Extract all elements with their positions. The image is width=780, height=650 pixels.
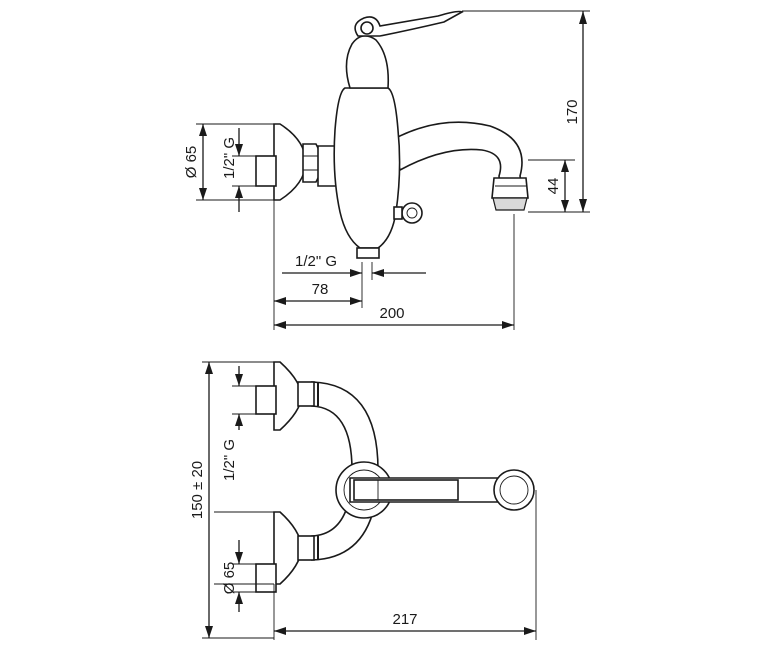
side-spout (391, 121, 523, 187)
side-wall-flange (273, 123, 307, 201)
top-view: 150 ± 20 1/2" G Ø 65 217 (189, 361, 537, 640)
dim-height-label: 170 (564, 99, 581, 124)
dim-length-label: 200 (379, 305, 404, 322)
side-mixer-body (333, 87, 401, 249)
side-diverter-knob (401, 202, 423, 224)
dim-spout-label: 44 (545, 178, 562, 195)
side-lever-cap (345, 35, 390, 89)
dim-depth-label: 217 (392, 611, 417, 628)
dim-top-flange-diameter-label: Ø 65 (221, 562, 238, 595)
dim-flange-diameter-label: Ø 65 (183, 146, 200, 179)
side-view: 170 44 Ø 65 1/2" G 1/2" G 78 200 (183, 10, 590, 330)
side-lever-handle (354, 10, 464, 37)
dim-thread-label: 1/2" G (221, 137, 238, 179)
side-inlet-pipe (255, 155, 277, 187)
top-upper-inlet (255, 385, 277, 415)
top-lower-inlet (255, 563, 277, 593)
dim-offset-label: 78 (312, 281, 329, 298)
dim-top-thread-label: 1/2" G (221, 439, 238, 481)
side-bottom-outlet (356, 247, 380, 259)
side-aerator (491, 177, 529, 199)
dim-bottom-thread-label: 1/2" G (295, 253, 337, 270)
dim-centers-label: 150 ± 20 (189, 461, 206, 519)
